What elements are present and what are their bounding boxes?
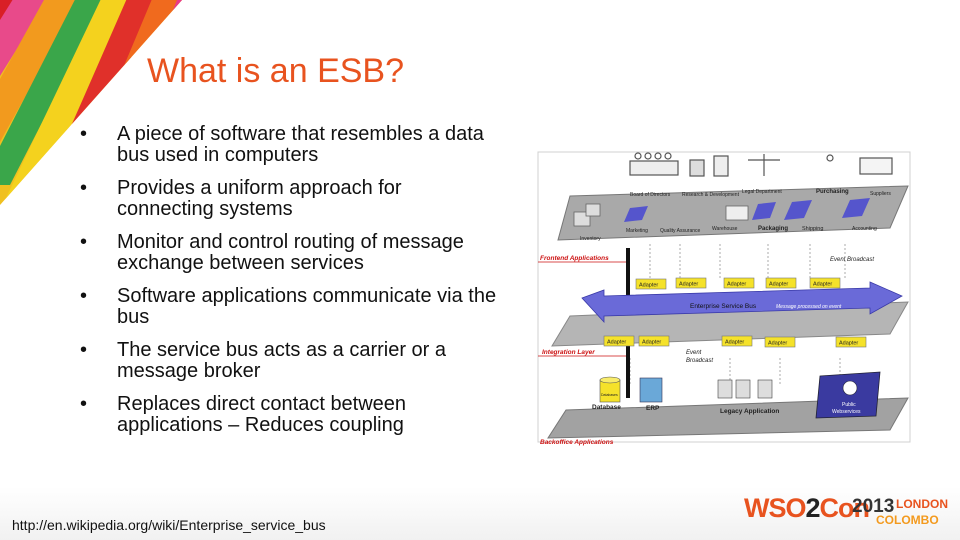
bullet-item: • Software applications communicate via t… [80, 286, 500, 328]
bullet-text: Software applications communicate via th… [117, 285, 497, 328]
slide-title: What is an ESB? [147, 52, 405, 90]
top-figures [629, 152, 893, 177]
source-url[interactable]: http://en.wikipedia.org/wiki/Enterprise_… [12, 517, 326, 533]
label-legal: Legal Department [742, 189, 782, 195]
department-tiles [573, 198, 870, 227]
adapter-label: Adapter [642, 340, 661, 346]
event-broadcast-top: Event Broadcast [830, 257, 874, 263]
layer-label-frontend: Frontend Applications [540, 255, 609, 262]
bullet-text: The service bus acts as a carrier or a m… [117, 339, 447, 382]
bullet-text: A piece of software that resembles a dat… [117, 123, 484, 166]
esb-label: Enterprise Service Bus [690, 303, 757, 310]
label-packaging: Packaging [758, 226, 788, 232]
bullet-text: Monitor and control routing of message e… [117, 231, 464, 274]
label-quality: Quality Assurance [660, 228, 701, 234]
adapter-label: Adapter [725, 340, 744, 346]
event-broadcast-mid-2: Broadcast [686, 358, 713, 364]
adapter-label: Adapter [679, 282, 698, 288]
adapter-label: Adapter [839, 341, 858, 347]
event-broadcast-mid-1: Event [686, 350, 702, 356]
adapter-label: Adapter [813, 282, 832, 288]
logo-con: Con [819, 493, 870, 523]
backoffice-objects [599, 371, 881, 419]
label-suppliers: Suppliers [870, 191, 891, 197]
logo-city-colombo: COLOMBO [876, 513, 939, 527]
adapters-bottom [603, 335, 867, 348]
label-erp: ERP [646, 405, 660, 412]
label-board: Board of Directors [630, 192, 671, 198]
esb-diagram: Board of Directors Research & Developmen… [537, 151, 911, 446]
adapter-label: Adapter [639, 283, 658, 289]
bullet-marker: • [80, 231, 88, 253]
footer-bar [0, 487, 960, 540]
bullet-marker: • [80, 177, 88, 199]
label-purchasing: Purchasing [816, 189, 849, 195]
esb-arrow [581, 281, 903, 324]
logo-city-london: LONDON [896, 497, 948, 511]
adapters-top [635, 277, 841, 290]
label-marketing: Marketing [626, 228, 648, 234]
layer-label-integration: Integration Layer [542, 349, 595, 356]
label-warehouse: Warehouse [712, 226, 738, 232]
bullet-item: • Provides a uniform approach for connect… [80, 178, 500, 220]
adapter-label: Adapter [607, 340, 626, 346]
adapter-label: Adapter [768, 341, 787, 347]
bullet-text: Replaces direct contact between applicat… [117, 393, 407, 436]
logo-year: 2013 [852, 496, 895, 517]
label-accounting: Accounting [852, 226, 877, 232]
bullet-item: • The service bus acts as a carrier or a … [80, 340, 500, 382]
logo-wordmark: WSO2Con [744, 493, 870, 524]
bullet-item: • A piece of software that resembles a da… [80, 124, 500, 166]
wso2con-logo: WSO2Con 2013 LONDON COLOMBO [744, 493, 948, 533]
bullet-marker: • [80, 285, 88, 307]
bullet-item: • Replaces direct contact between applica… [80, 394, 500, 436]
label-webservices: Webservices [832, 409, 861, 415]
label-research: Research & Development [682, 192, 740, 198]
bullet-list: • A piece of software that resembles a da… [80, 124, 500, 448]
decorative-stripes [0, 0, 182, 205]
adapter-label: Adapter [769, 282, 788, 288]
bullet-marker: • [80, 123, 88, 145]
bullet-text: Provides a uniform approach for connecti… [117, 177, 402, 220]
logo-wso: WSO [744, 493, 806, 523]
label-inventory: Inventory [580, 236, 601, 242]
label-shipping: Shipping [802, 226, 823, 232]
label-legacy: Legacy Application [720, 408, 779, 415]
logo-two: 2 [805, 493, 821, 523]
layer-label-backoffice: Backoffice Applications [540, 439, 614, 446]
bullet-item: • Monitor and control routing of message … [80, 232, 500, 274]
label-public: Public [842, 402, 856, 408]
bullet-marker: • [80, 393, 88, 415]
bullet-marker: • [80, 339, 88, 361]
adapter-label: Adapter [727, 282, 746, 288]
label-database: Database [592, 404, 621, 411]
esb-message: Message processed on event [776, 304, 842, 310]
label-databases-cyl: Databases [601, 393, 618, 397]
